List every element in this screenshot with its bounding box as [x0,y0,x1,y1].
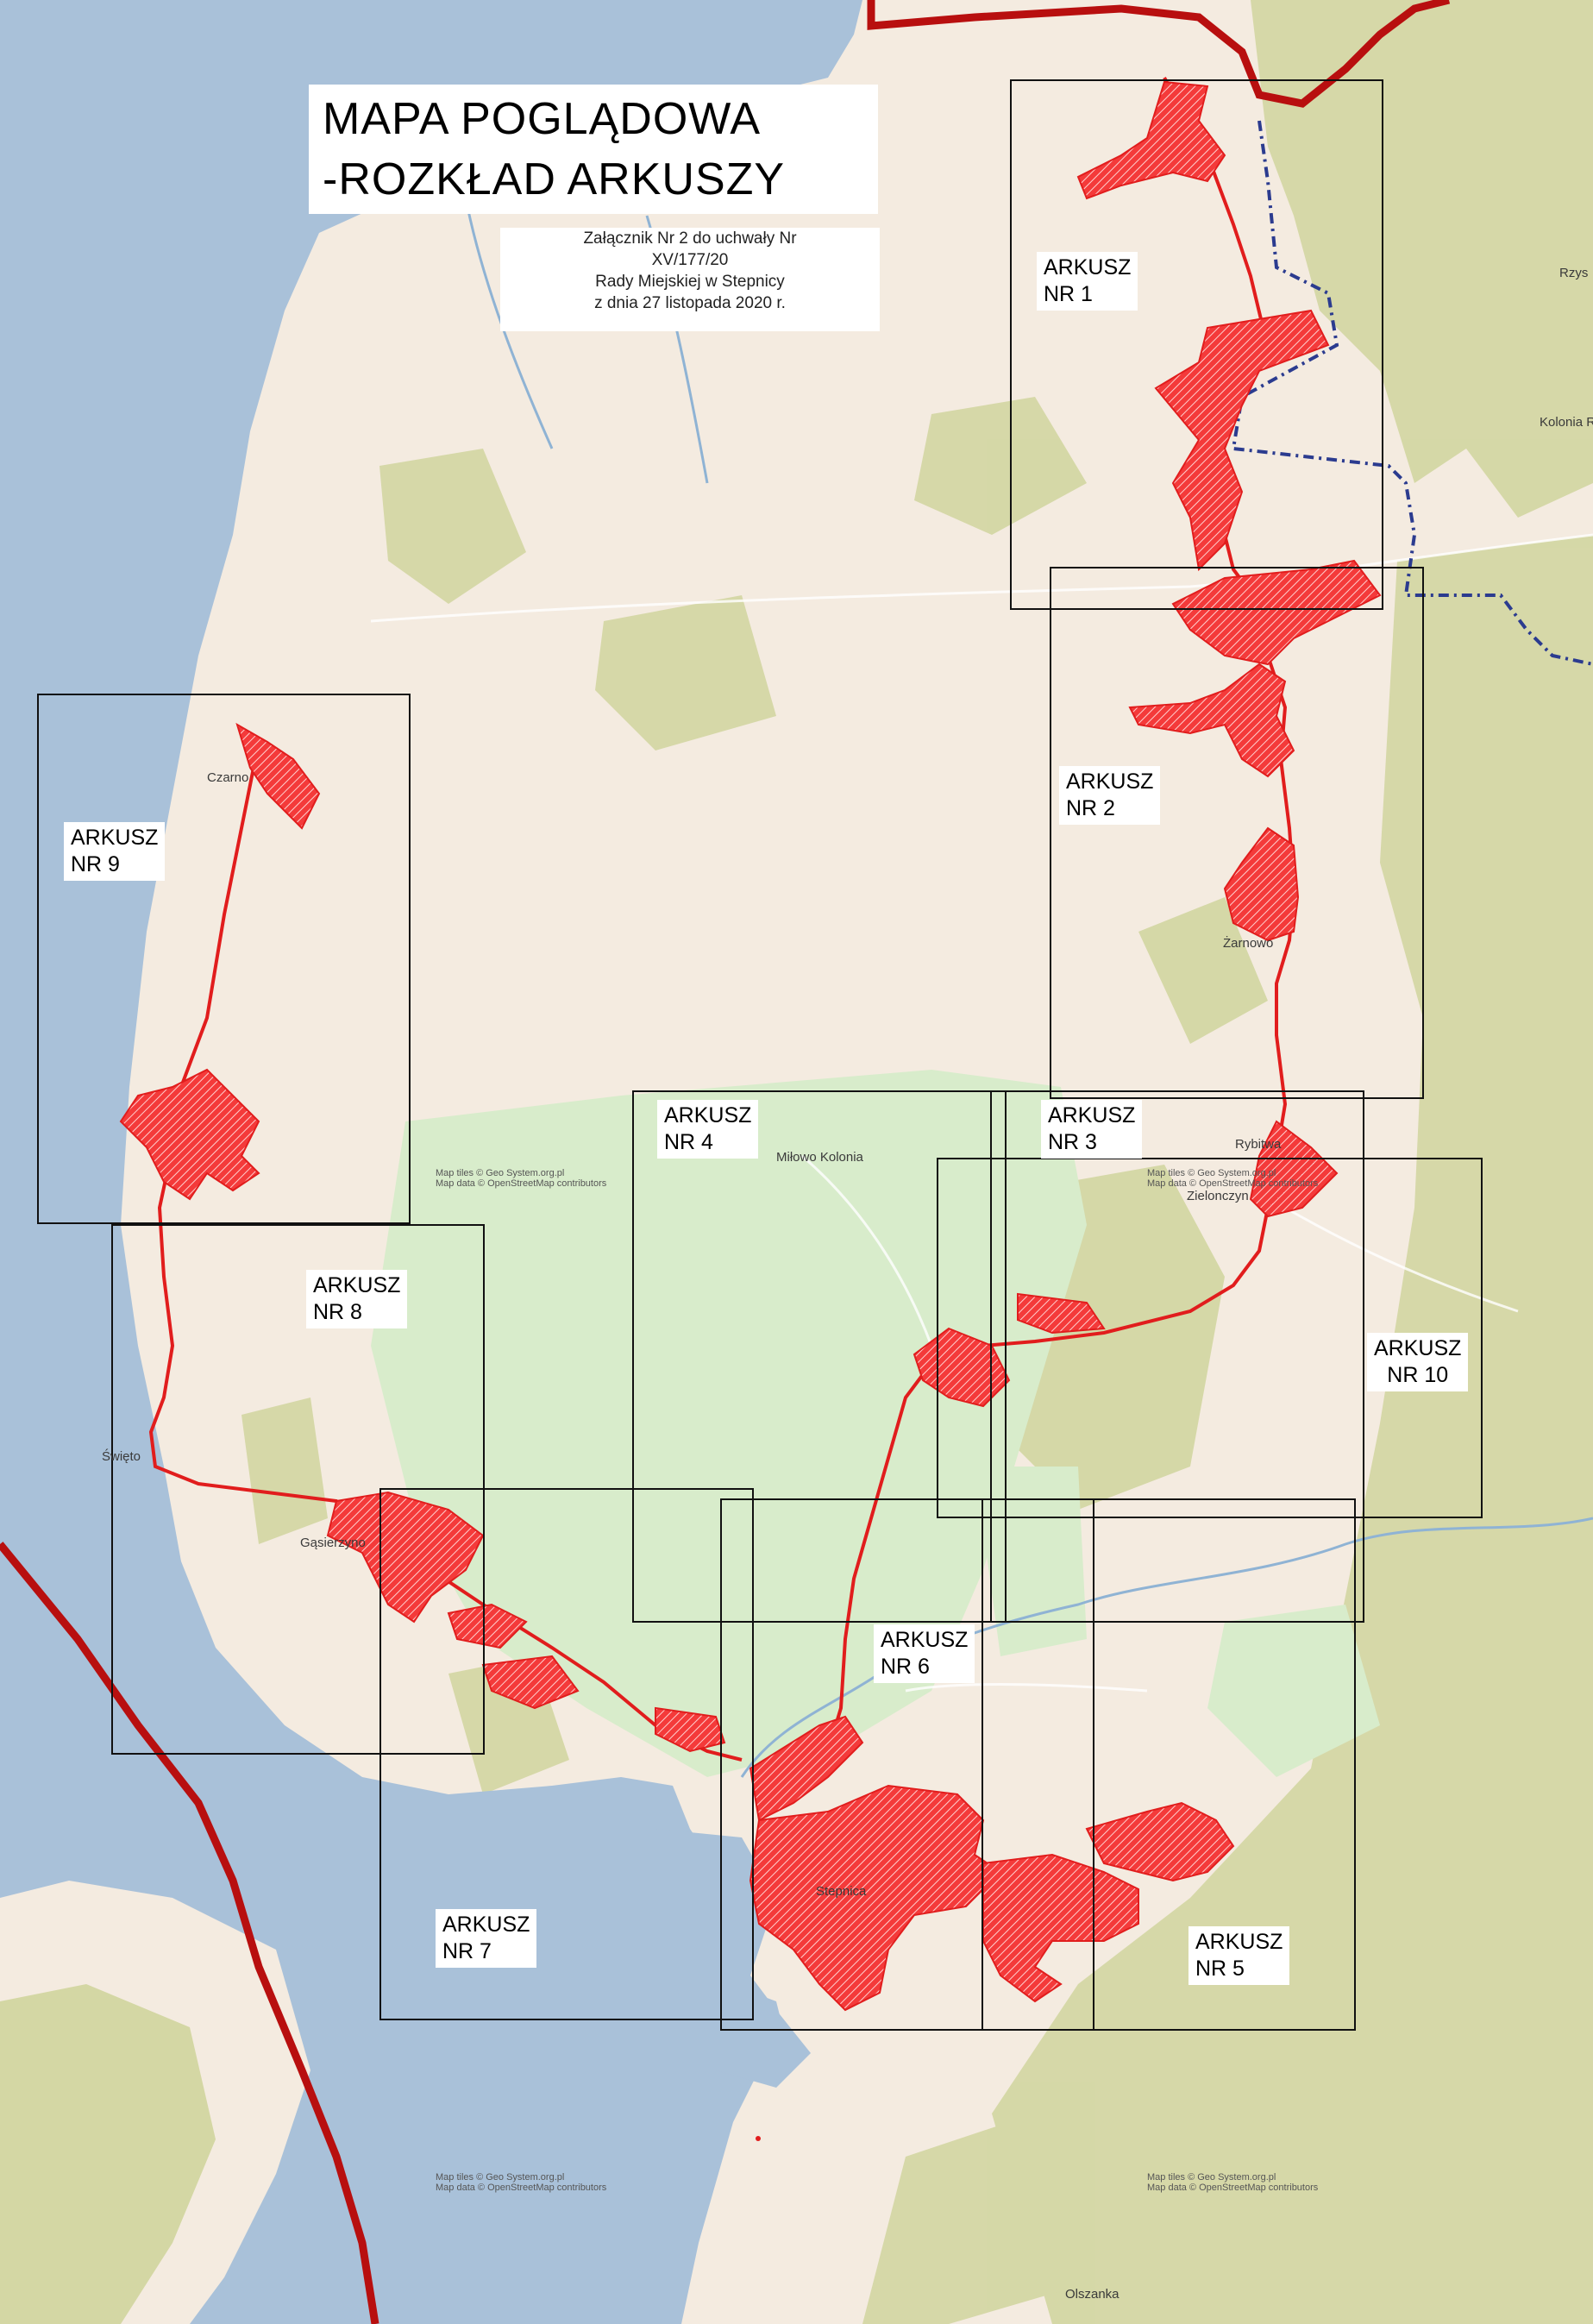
page-title: MAPA POGLĄDOWA [323,94,762,144]
place-swieto: Święto [102,1449,141,1464]
sheet-frames [37,79,1483,2031]
note-line-3: Rady Miejskiej w Stepnicy [595,273,785,291]
place-rybitwa: Rybitwa [1235,1137,1282,1152]
sheet-frame-nr1[interactable] [1010,79,1383,610]
southwest-forest [0,1984,216,2324]
place-milowo-kolonia: Miłowo Kolonia [776,1150,863,1165]
place-zarnowo: Żarnowo [1223,936,1274,951]
sheet-frame-nr4[interactable] [632,1090,1007,1623]
place-stepnica: Stepnica [816,1884,867,1899]
resolution-note: Załącznik Nr 2 do uchwały Nr XV/177/20 R… [500,228,880,331]
red-route-west [148,741,743,1762]
place-czarno: Czarno [207,770,249,785]
place-kolonia: Kolonia R [1540,415,1593,430]
lagoon-water [0,0,862,2324]
note-line-4: z dnia 27 listopada 2020 r. [594,294,786,312]
sheet-frame-nr9[interactable] [37,694,411,1224]
blue-border-line [1231,120,1593,666]
place-olszanka: Olszanka [1065,2287,1119,2302]
red-dot [756,2136,761,2141]
sheet-frame-nr6[interactable] [720,1498,1094,2031]
place-rzys: Rzys [1559,266,1589,280]
roads [370,533,1593,1693]
note-line-1: Załącznik Nr 2 do uchwały Nr [583,229,797,248]
page-subtitle: -ROZKŁAD ARKUSZY [323,154,786,204]
sheet-frame-nr5[interactable] [982,1498,1356,2031]
place-gasierzyno: Gąsierzyno [300,1536,366,1550]
red-border-line [0,0,1451,2324]
place-zielonczyn: Zielonczyn [1187,1189,1249,1203]
sheet-frame-nr3[interactable] [990,1090,1364,1623]
sheet-frame-nr10[interactable] [937,1158,1483,1518]
sheet-frame-nr2[interactable] [1050,567,1424,1099]
sheet-frame-nr8[interactable] [111,1224,485,1755]
note-line-2: XV/177/20 [651,251,729,269]
title-panel: MAPA POGLĄDOWA -ROZKŁAD ARKUSZY [309,85,878,214]
settlement-areas [119,80,1382,2012]
